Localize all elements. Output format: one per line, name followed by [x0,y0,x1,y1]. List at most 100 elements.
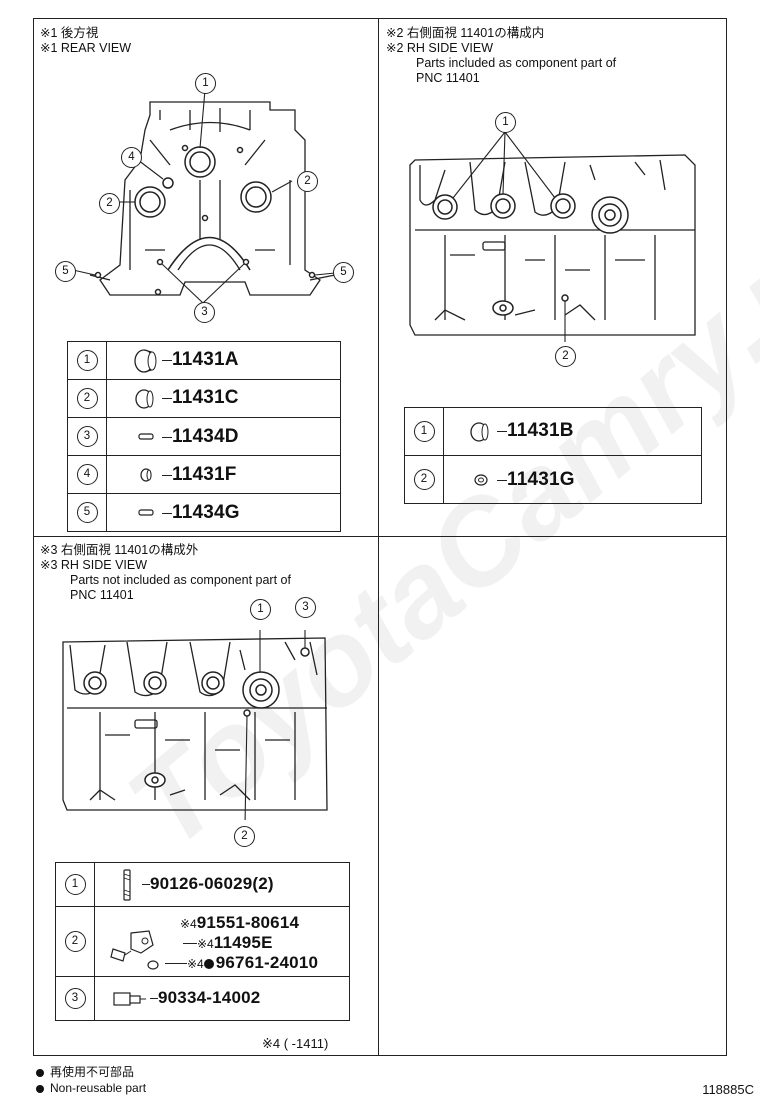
part-number: 90334-14002 [158,987,261,1007]
table-row: 5 11434G [67,493,341,532]
row-num-cell: 2 [55,906,95,977]
legend-jp: 再使用不可部品 [36,1064,146,1080]
row-number-badge: 1 [76,350,98,371]
row-num-cell: 1 [55,862,95,907]
rear-parts-table: 1 11431A 2 11431C 3 11434D 4 11431F 5 [67,341,341,532]
rear-callout-2-left: 2 [99,193,120,214]
part-cell: 11431G [443,455,702,504]
note-ref: ※4 [180,917,197,931]
part-number: 11434G [172,501,240,523]
non-reusable-mark-icon [36,1068,44,1077]
rh-side-excluded-engine-block-figure [62,630,328,820]
section-rh-out-title-jp: ※3 右側面視 11401の構成外 [40,543,199,557]
part-cell: 11431F [106,455,341,494]
note-ref: ※4 [187,957,204,971]
row-num-cell: 2 [67,379,107,418]
row-num-cell: 2 [404,455,444,504]
part-line-c: ※4 96761-24010 [165,953,318,973]
legend: 再使用不可部品 Non-reusable part [36,1064,146,1096]
rh-out-callout-3: 3 [295,597,316,618]
rear-callout-5-right: 5 [333,262,354,283]
divider-horizontal [33,536,727,537]
part-number: 11431C [172,386,239,408]
part-cell: 11431C [106,379,341,418]
leader-line [162,512,172,514]
section-rh-out-desc1: Parts not included as component part of [70,573,291,587]
row-num-cell: 1 [404,407,444,456]
plug-icon [470,421,489,442]
row-number-badge: 1 [413,421,435,442]
part-cell: 90126-06029(2) [94,862,350,907]
leader-line [162,474,172,476]
row-num-cell: 3 [67,417,107,456]
non-reusable-mark-icon [203,958,214,969]
part-number: 11495E [213,933,273,952]
part-cell: 11434D [106,417,341,456]
rh-out-parts-table: 1 90126-06029(2) 2 ※491551-80614 ※4 [55,862,350,1021]
plug-medium-icon [135,388,154,409]
section-rh-out-desc2: PNC 11401 [70,588,134,602]
part-number: 11431B [507,419,574,441]
rh-out-callout-1: 1 [250,599,271,620]
diagram-frame [33,18,727,1056]
rh-side-included-engine-block-figure [409,131,696,342]
rear-callout-4: 4 [121,147,142,168]
non-reusable-mark-icon [36,1084,44,1093]
rear-callout-2-right: 2 [297,171,318,192]
row-num-cell: 4 [67,455,107,494]
row-num-cell: 3 [55,976,95,1021]
table-row: 3 11434D [67,417,341,456]
part-line-a: ※491551-80614 [180,913,299,933]
part-number: 11431G [507,468,575,490]
row-number-badge: 3 [76,426,98,447]
plug-small-icon [474,474,488,486]
section-rh-in-header: ※2 右側面視 11401の構成内 ※2 RH SIDE VIEW Parts … [386,26,616,86]
note-ref: ※4 [197,937,214,951]
table-row: 1 11431A [67,341,341,380]
part-cell: 90334-14002 [94,976,350,1021]
leader-line [142,884,150,885]
leader-line [497,431,507,432]
part-number: 96761-24010 [215,953,319,972]
leader-line [162,360,172,361]
plug-large-icon [134,348,157,373]
section-rh-in-desc2: PNC 11401 [416,71,480,85]
leader-line [183,943,197,945]
rh-in-parts-table: 1 11431B 2 11431G [404,407,702,504]
part-cell: 11434G [106,493,341,532]
rear-callout-3: 3 [194,302,215,323]
rear-callout-1: 1 [195,73,216,94]
table-row: 1 11431B [404,407,702,456]
section-rh-in-title-jp: ※2 右側面視 11401の構成内 [386,26,545,40]
leader-line [497,479,507,481]
legend-jp-text: 再使用不可部品 [50,1065,135,1079]
rh-in-callout-2: 2 [555,346,576,367]
part-number: 11434D [172,425,239,447]
section-rear-header: ※1 後方視 ※1 REAR VIEW [40,26,131,56]
section-rh-in-title-en: ※2 RH SIDE VIEW [386,41,494,55]
row-num-cell: 1 [67,341,107,380]
pin-icon [138,433,154,440]
table-row: 1 90126-06029(2) [55,862,350,907]
section-rh-in-desc1: Parts included as component part of [416,56,617,70]
section-rh-out-header: ※3 右側面視 11401の構成外 ※3 RH SIDE VIEW Parts … [40,543,291,603]
part-number: 11431F [172,463,237,485]
section-rear-title-jp: ※1 後方視 [40,26,99,40]
row-number-badge: 5 [76,502,98,523]
part-cell: 11431B [443,407,702,456]
diagram-code: 118885C [702,1082,754,1097]
part-number: 91551-80614 [196,913,300,932]
part-line-b: ※411495E [183,933,273,953]
sensor-switch-icon [113,991,146,1006]
row-number-badge: 2 [413,469,435,490]
rear-view-engine-block-figure [72,89,336,304]
row-num-cell: 5 [67,493,107,532]
legend-en-text: Non-reusable part [50,1081,147,1095]
plug-small-icon [140,468,152,482]
table-row: 4 11431F [67,455,341,494]
stud-bolt-icon [123,868,131,901]
section-rh-out-title-en: ※3 RH SIDE VIEW [40,558,148,572]
table-row: 2 11431C [67,379,341,418]
